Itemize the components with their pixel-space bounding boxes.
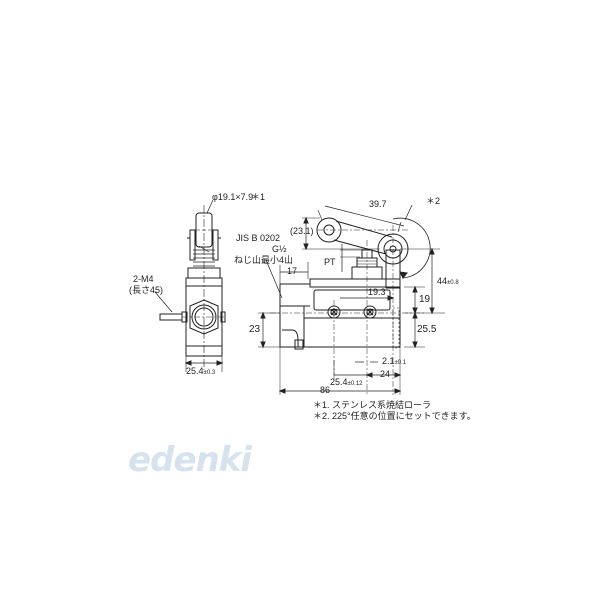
- dim-25-4: 25.4±0.12: [330, 377, 363, 388]
- side-view-drawing: [154, 199, 226, 372]
- dim-23-1: (23.1): [290, 226, 314, 236]
- dim-2-1: 2.1±0.1: [382, 356, 407, 367]
- thread-standard-label: JIS B 0202: [236, 233, 281, 243]
- side-width-dim: 25.4±0.3: [186, 366, 216, 377]
- edenki-watermark-logo: edenki: [128, 440, 252, 480]
- dim-86: 86: [320, 385, 331, 395]
- pt-label: PT: [324, 257, 336, 267]
- dim-24: 24: [380, 369, 391, 379]
- roller-spec-label: φ19.1×7.9: [212, 192, 254, 202]
- thread-size-label: G½: [272, 244, 287, 254]
- note-ref-2: ＊2: [426, 196, 441, 206]
- note-2: ＊2. 225°任意の位置にセットできます。: [313, 411, 476, 421]
- thread-note-label: ねじ山最小4山: [234, 255, 294, 265]
- dim-17: 17: [287, 266, 298, 276]
- note-1: ＊1. ステンレス系焼結ローラ: [313, 400, 432, 410]
- dim-19: 19: [419, 294, 431, 305]
- dim-19-3: 19.3: [368, 287, 386, 297]
- dim-23: 23: [249, 324, 261, 335]
- lead-label: 2-M4: [133, 274, 154, 284]
- front-view-drawing: [258, 204, 445, 395]
- lead-length-label: (長さ45): [129, 285, 164, 295]
- dim-39-7: 39.7: [369, 199, 387, 209]
- dim-25-5: 25.5: [417, 324, 437, 335]
- roller-note-ref: ＊1: [251, 192, 266, 202]
- dim-44: 44±0.8: [437, 276, 459, 287]
